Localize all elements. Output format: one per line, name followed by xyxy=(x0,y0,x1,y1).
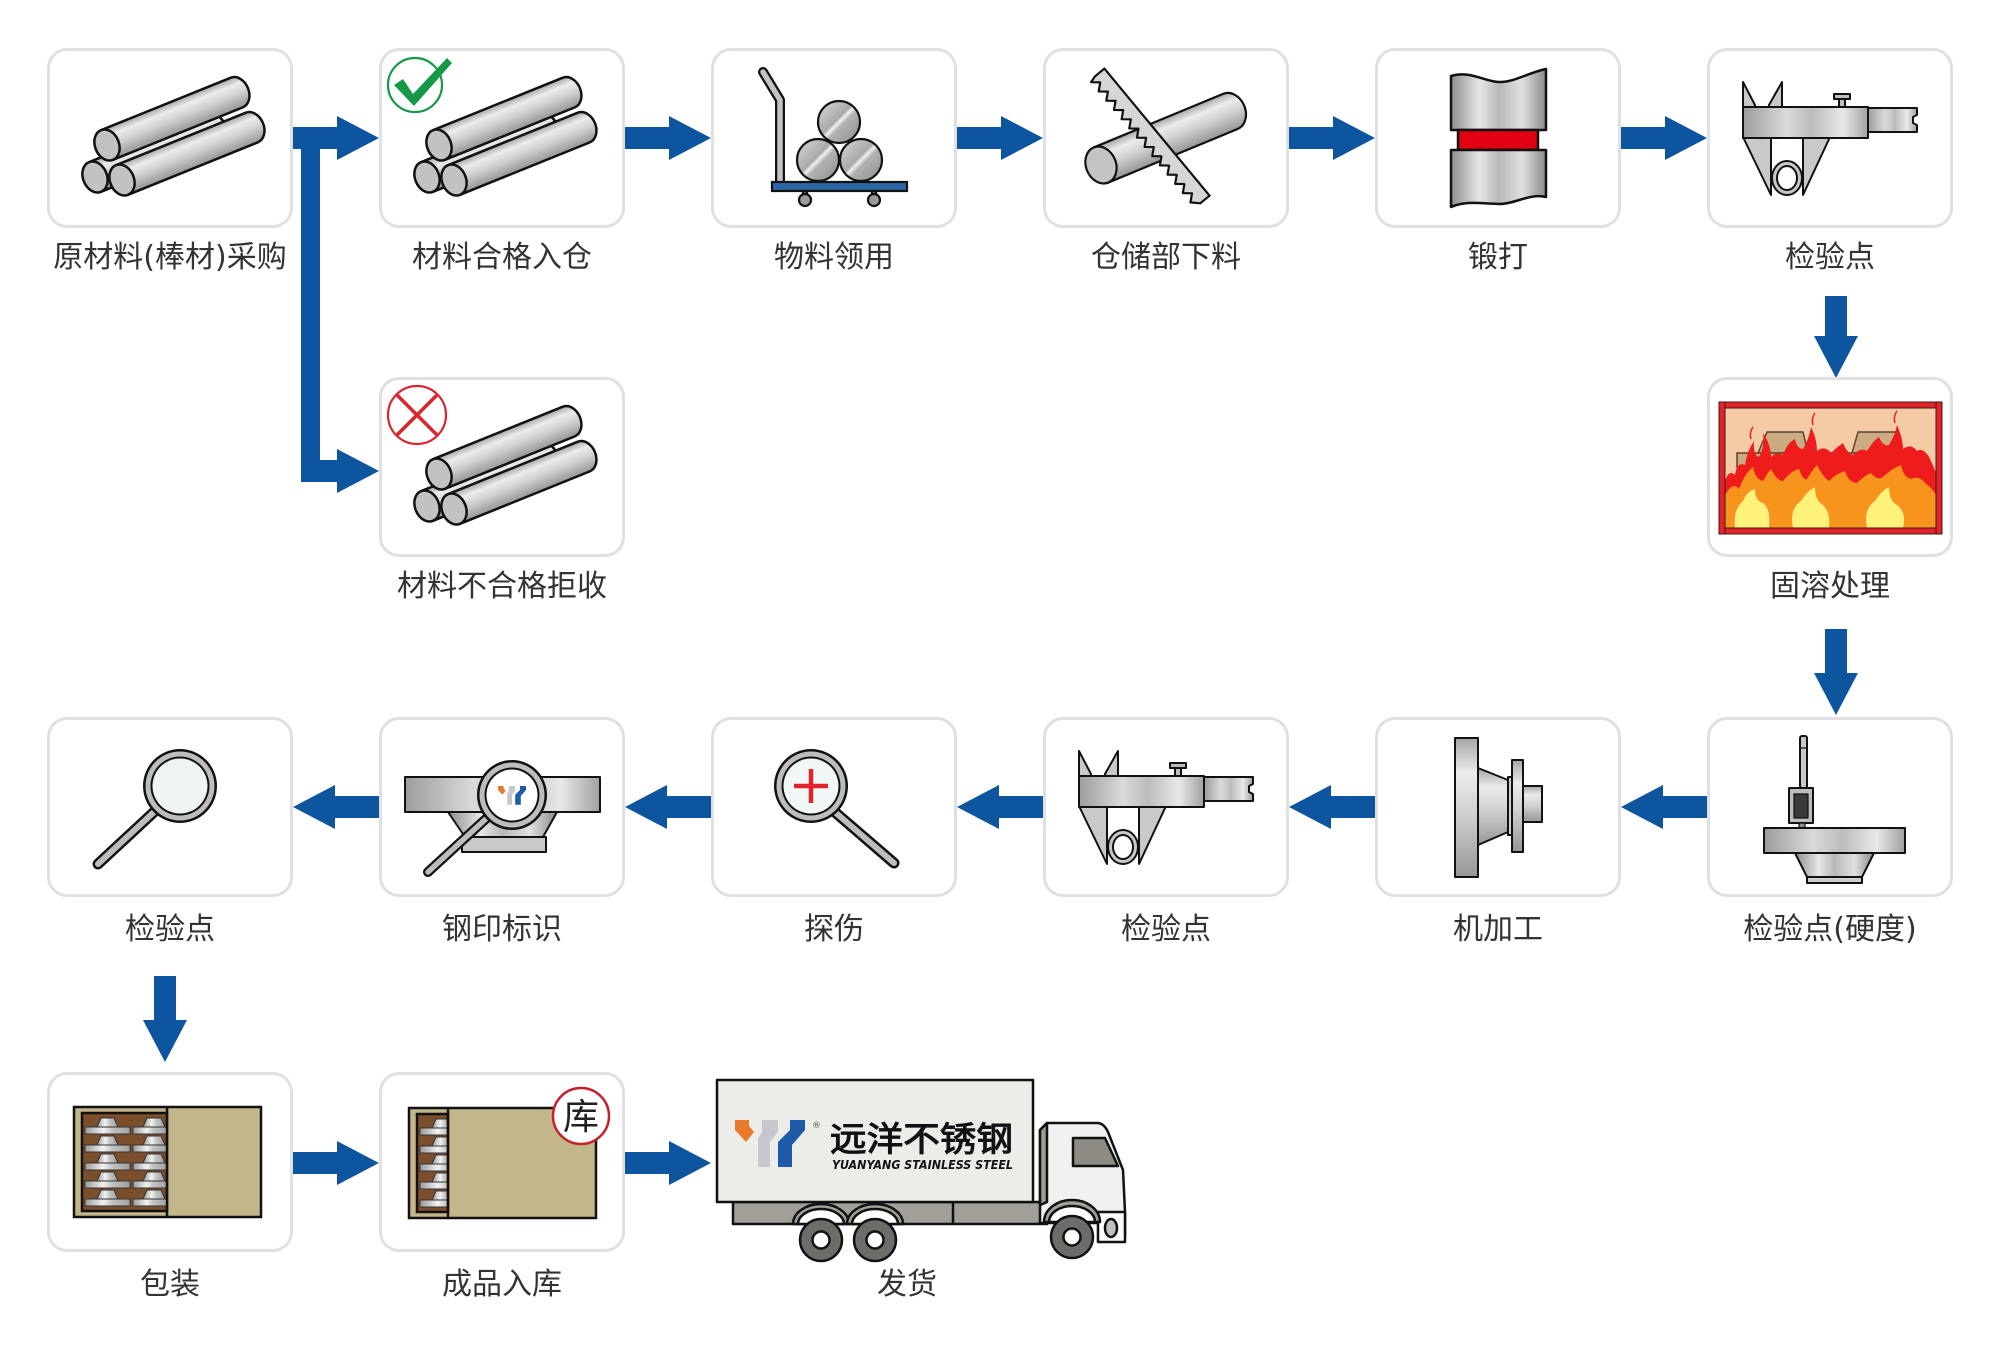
step-label: 机加工 xyxy=(1453,912,1543,947)
steel-bars-icon xyxy=(386,384,603,530)
plus-icon xyxy=(794,769,828,803)
flow-arrow xyxy=(625,1141,711,1185)
step-box-raw-material-purchase xyxy=(47,48,293,228)
flow-arrow-down xyxy=(1814,296,1858,378)
saw-cutting-icon xyxy=(1084,67,1248,205)
hardness-tester-icon xyxy=(1763,735,1906,884)
furnace-frame xyxy=(1718,401,1943,535)
steel-bars-icon xyxy=(386,56,603,201)
flow-arrow-left xyxy=(1621,785,1707,829)
step-box-inspection-1 xyxy=(1707,48,1953,228)
step-label: 锻打 xyxy=(1468,240,1528,275)
machined-flange-icon xyxy=(1454,737,1543,878)
reject-cross-icon xyxy=(386,384,448,446)
magnifier-icon xyxy=(92,749,217,870)
flow-arrow-down xyxy=(143,976,187,1062)
step-box-steel-stamp-marking xyxy=(379,717,625,897)
step-box-inspection-2 xyxy=(1043,717,1289,897)
material-cart-icon xyxy=(758,67,909,208)
flow-arrow-left xyxy=(625,785,711,829)
warehouse-badge-icon: 库 xyxy=(551,1086,611,1146)
furnace-icon xyxy=(1718,401,1943,535)
step-label: 检验点 xyxy=(1785,240,1875,275)
step-label: 发货 xyxy=(877,1267,937,1302)
flow-arrow xyxy=(1289,116,1375,160)
step-label: 成品入库 xyxy=(442,1267,562,1302)
step-box-forging xyxy=(1375,48,1621,228)
branch-connector xyxy=(301,138,320,482)
flow-arrow-left xyxy=(957,785,1043,829)
step-label: 探伤 xyxy=(804,912,864,947)
wheel-icon xyxy=(1049,1214,1095,1260)
step-box-flaw-detection xyxy=(711,717,957,897)
step-box-inspection-3 xyxy=(47,717,293,897)
package-icon xyxy=(72,1105,263,1219)
step-box-material-accepted xyxy=(379,48,625,228)
step-box-finished-goods-warehousing: 库 xyxy=(379,1072,625,1252)
flow-arrow xyxy=(625,116,711,160)
step-box-solution-treatment xyxy=(1707,377,1953,557)
step-label: 仓储部下料 xyxy=(1091,240,1241,275)
step-box-hardness-inspection xyxy=(1707,717,1953,897)
warehouse-badge-text: 库 xyxy=(563,1097,599,1138)
brand-name-en: YUANYANG STAINLESS STEEL xyxy=(832,1158,1013,1172)
flow-arrow-down xyxy=(1814,629,1858,715)
brand-name-cn: 远洋不锈钢 xyxy=(830,1120,1013,1160)
truck-icon: ® 远洋不锈钢 YUANYANG STAINLESS STEEL xyxy=(715,1078,1127,1263)
flaw-detection-icon xyxy=(774,749,900,869)
step-box-material-requisition xyxy=(711,48,957,228)
stamp-mark-icon xyxy=(404,760,601,877)
step-box-packaging xyxy=(47,1072,293,1252)
flow-arrow xyxy=(293,1141,379,1185)
step-label: 包装 xyxy=(140,1267,200,1302)
step-box-warehouse-cutting xyxy=(1043,48,1289,228)
flow-arrow xyxy=(1621,116,1707,160)
pass-check-icon xyxy=(386,56,452,114)
wheel-icon xyxy=(852,1217,898,1263)
step-box-material-rejected xyxy=(379,377,625,557)
step-label: 固溶处理 xyxy=(1770,569,1890,604)
flow-arrow-left xyxy=(1289,785,1375,829)
step-label: 检验点(硬度) xyxy=(1743,912,1917,947)
wheel-icon xyxy=(798,1217,844,1263)
flow-arrow-left xyxy=(293,785,379,829)
step-label: 材料不合格拒收 xyxy=(397,569,607,604)
step-label: 材料合格入仓 xyxy=(412,240,592,275)
warehouse-package-icon: 库 xyxy=(407,1086,611,1220)
flame-icon xyxy=(1725,410,1936,528)
flow-arrow-reject xyxy=(301,449,379,493)
step-label: 钢印标识 xyxy=(442,912,562,947)
step-label: 检验点 xyxy=(1121,912,1211,947)
caliper-icon xyxy=(1742,81,1918,196)
registered-mark: ® xyxy=(812,1121,821,1131)
step-box-machining xyxy=(1375,717,1621,897)
flow-arrow xyxy=(957,116,1043,160)
steel-bars-icon xyxy=(76,71,271,201)
caliper-icon xyxy=(1078,750,1254,865)
forging-icon xyxy=(1449,67,1548,209)
step-label: 检验点 xyxy=(125,912,215,947)
step-label: 原材料(棒材)采购 xyxy=(53,240,287,275)
step-label: 物料领用 xyxy=(774,240,894,275)
